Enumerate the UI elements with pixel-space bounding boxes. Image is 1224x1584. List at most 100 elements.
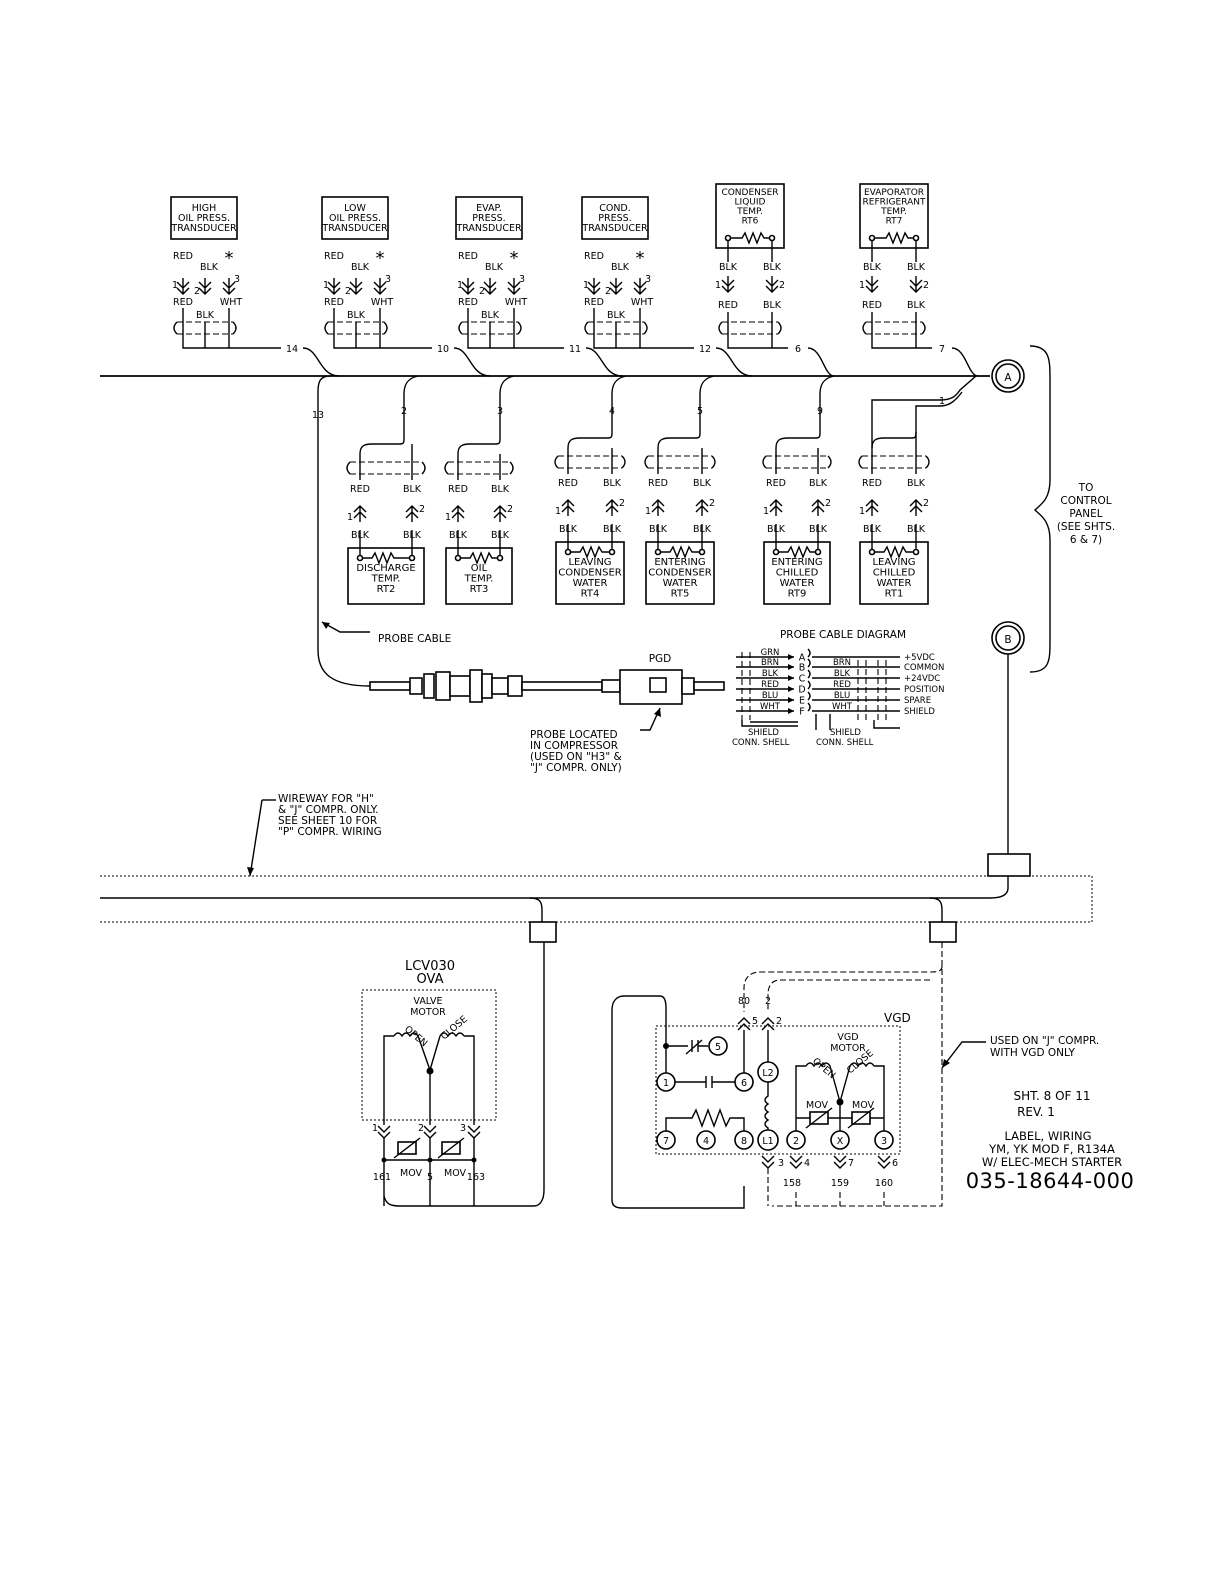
sensor-rt4-top-left: RED (558, 478, 578, 489)
lcv-mov-left: MOV (400, 1168, 423, 1179)
sensor-rt6-line-2: LIQUID (735, 198, 766, 208)
probe-pin-B: B (799, 663, 806, 674)
sensor-rt7-pin-2: 2 (923, 280, 929, 291)
sensor-rt4-line-3: WATER (573, 578, 608, 589)
transducer-evap-line-2: PRESS. (472, 213, 505, 224)
probe-signal-6: SHIELD (904, 707, 935, 717)
wireway: WIREWAY FOR "H" & "J" COMPR. ONLY. SEE S… (100, 793, 1093, 943)
sensor-rt5-line-2: CONDENSER (648, 568, 711, 579)
sensor-rt6-top-right: BLK (763, 262, 782, 273)
probe-signal-4: POSITION (904, 685, 944, 695)
sheet-number: SHT. 8 OF 11 (1013, 1089, 1090, 1103)
sensor-rt4-line-1: LEAVING (568, 557, 611, 568)
sensor-rt5-line-3: WATER (663, 578, 698, 589)
transducer-cond-star: * (636, 248, 645, 269)
sensor-rt3-line-3: RT3 (470, 584, 489, 595)
transducer-high-oil-line-3: TRANSDUCER (170, 223, 237, 234)
control-panel-line-3: PANEL (1069, 508, 1102, 520)
sensor-rt1-line-1: LEAVING (872, 557, 915, 568)
wire-13-label: 13 (312, 410, 324, 421)
control-panel-line-2: CONTROL (1060, 495, 1111, 507)
sensor-rt6-line-1: CONDENSER (721, 188, 778, 198)
sensor-rt6-line-3: TEMP. (736, 207, 763, 217)
transducer-cond-blk-2: BLK (607, 310, 626, 321)
control-panel-brace: TO CONTROL PANEL (SEE SHTS. 6 & 7) (1029, 345, 1115, 673)
probe-signal-2: COMMON (904, 663, 944, 673)
sensor-rt5-line-1: ENTERING (654, 557, 705, 568)
sensor-rt9-pin-2: 2 (825, 498, 831, 509)
probe-right-color-3: RED (833, 680, 851, 690)
part-number: 035-18644-000 (966, 1169, 1135, 1193)
sensor-rt4-line-2: CONDENSER (558, 568, 621, 579)
transducer-low-oil-star: * (376, 248, 385, 269)
transducer-cond-red-2: RED (584, 297, 604, 308)
transducer-low-oil-red: RED (324, 251, 344, 262)
transducer-low-oil-red-2: RED (324, 297, 344, 308)
transducer-evap-wht: WHT (505, 297, 528, 308)
sensor-rt2-bottom-left: BLK (351, 530, 370, 541)
sensor-rt4-pin-1: 1 (555, 506, 561, 517)
probe-left-color-6: WHT (760, 702, 781, 712)
transducer-low-oil-blk-2: BLK (347, 310, 366, 321)
transducer-low-oil-blk: BLK (351, 262, 370, 273)
vgd-term-1: 1 (663, 1078, 669, 1089)
probe-left-color-3: BLK (762, 669, 779, 679)
sensor-rt1-line-3: WATER (877, 578, 912, 589)
lcv-title-2: OVA (417, 972, 444, 987)
vgd-term-7: 7 (663, 1136, 669, 1147)
vgd-bottom-pin-7: 7 (848, 1158, 854, 1169)
transducer-high-oil-line-2: OIL PRESS. (178, 213, 230, 224)
sensor-rt2-top-right: BLK (403, 484, 422, 495)
pgd-label: PGD (649, 653, 672, 665)
transducer-evap-red-2: RED (458, 297, 478, 308)
sensor-rt5-top-left: RED (648, 478, 668, 489)
sensor-rt3-wire-number: 3 (497, 406, 503, 417)
probe-signal-5: SPARE (904, 696, 931, 706)
transducer-high-oil-blk-2: BLK (196, 310, 215, 321)
sensor-rt6-line-4: RT6 (742, 217, 759, 227)
sensor-rt1-pin-1: 1 (859, 506, 865, 517)
sensor-rt3-bottom-right: BLK (491, 530, 510, 541)
vgd-open-label: OPEN (810, 1056, 837, 1081)
vgd-term-6: 6 (741, 1078, 747, 1089)
transducer-cond-line-3: TRANSDUCER (581, 223, 648, 234)
probe-shield-right-2: CONN. SHELL (816, 738, 874, 748)
probe-shield-left-2: CONN. SHELL (732, 738, 790, 748)
probe-located-line-3: (USED ON "H3" & (530, 751, 622, 763)
vgd-top-wire-80: 80 (738, 996, 750, 1007)
sensor-rt1-bottom-right: BLK (907, 524, 926, 535)
lcv030-valve: LCV030 OVA VALVE MOTOR OPEN CLOSE 1 2 3 … (361, 942, 545, 1207)
vgd-mov-left: MOV (806, 1100, 829, 1111)
transducer-high-oil-pin-1: 1 (172, 280, 178, 291)
transducer-cond-line-2: PRESS. (598, 213, 631, 224)
transducer-cond-wire-number: 12 (699, 344, 711, 355)
wireway-note-line-1: WIREWAY FOR "H" (278, 793, 374, 805)
probe-pin-C: C (799, 674, 806, 685)
transducer-evap-red: RED (458, 251, 478, 262)
sensor-rt6-wire-number: 6 (795, 344, 801, 355)
lcv-pin-2: 2 (418, 1123, 424, 1134)
sensor-rt9-line-1: ENTERING (771, 557, 822, 568)
vgd-term-5: 5 (715, 1042, 721, 1053)
vgd-term-8: 8 (741, 1136, 747, 1147)
sensor-rt6-bottom-left: RED (718, 300, 738, 311)
sensor-rt7-line-1: EVAPORATOR (864, 188, 924, 198)
probe-right-color-2: BLK (834, 669, 851, 679)
lcv-open-label: OPEN (402, 1024, 429, 1049)
vgd-wire-160: 160 (875, 1178, 893, 1189)
transducer-cond-red: RED (584, 251, 604, 262)
sensor-rt1-line-2: CHILLED (873, 568, 916, 579)
probe-left-color-2: BRN (761, 658, 779, 668)
sensor-rt1-top-right: BLK (907, 478, 926, 489)
probe-right-color-1: BRN (833, 658, 851, 668)
sensor-rt4-line-4: RT4 (581, 589, 600, 600)
vgd-mov-right: MOV (852, 1100, 875, 1111)
sensor-rt1-wire-number: 1 (939, 396, 945, 407)
